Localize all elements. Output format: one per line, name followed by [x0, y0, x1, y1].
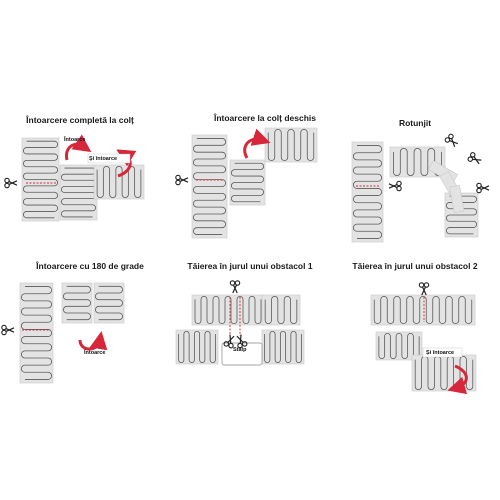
scissors-icon — [476, 182, 490, 194]
heating-cable — [63, 285, 91, 321]
mat-strip — [449, 184, 465, 214]
heating-mat — [21, 137, 60, 222]
heating-mat — [264, 127, 318, 163]
heating-mat — [93, 164, 145, 200]
note-turn-1: Întoarce — [63, 135, 85, 143]
heating-cable — [23, 140, 58, 219]
heating-cable — [264, 331, 302, 363]
panel-title-180-turn: Întoarcere cu 180 de grade — [36, 261, 144, 271]
panel-title-open-corner-turn: Întoarcere la colț deschis — [213, 113, 317, 123]
heating-cable — [178, 331, 216, 363]
note-turn-180: Întoarce — [83, 348, 105, 356]
scissors-icon — [443, 132, 461, 150]
heating-cable — [393, 148, 442, 176]
panel-title-full-corner-turn: Întoarcere completă la colț — [26, 115, 134, 125]
heating-mat — [59, 164, 98, 221]
heating-cable — [95, 285, 123, 321]
heating-cable — [353, 145, 382, 239]
scissors-icon — [388, 180, 402, 192]
note-box — [422, 347, 463, 358]
heating-mat — [351, 141, 384, 243]
heating-cable — [264, 296, 298, 324]
heating-cable — [96, 166, 142, 198]
heating-mat — [191, 294, 265, 326]
panel-title-rounded: Rotunjit — [398, 118, 432, 128]
heating-mat-strips — [427, 160, 465, 214]
scissors-icon — [418, 282, 430, 296]
heating-cable — [194, 296, 262, 324]
heating-cable — [267, 129, 315, 161]
scissors-icon — [466, 151, 484, 167]
heating-mat — [261, 329, 305, 365]
heating-cable — [378, 333, 420, 359]
note-box — [87, 153, 131, 164]
heating-cable — [231, 162, 264, 203]
note-pillar: Stâlp — [233, 347, 247, 353]
heating-mat — [229, 159, 266, 206]
heating-cable — [446, 195, 477, 235]
scissors-icon — [1, 324, 15, 336]
heating-mat — [261, 294, 301, 326]
panel-title-obstacle-2: Tăierea în jurul unui obstacol 2 — [352, 261, 478, 271]
heating-mat — [19, 282, 54, 384]
heating-mat — [370, 294, 476, 326]
scissors-icon — [229, 280, 241, 294]
curved-arrow-icon — [78, 331, 108, 351]
heating-mat — [93, 282, 125, 324]
scissors-icon — [175, 174, 189, 186]
heating-cable — [21, 286, 52, 380]
note-and-turn-1: Și întoarce — [89, 156, 117, 162]
curved-arrow-icon — [447, 364, 468, 395]
heating-cable — [373, 296, 473, 324]
curved-arrow-icon — [243, 128, 271, 159]
heating-cable — [61, 167, 96, 218]
pillar-obstacle — [221, 342, 263, 366]
heating-mat — [61, 282, 93, 324]
heating-mat — [175, 329, 219, 365]
heating-cable — [193, 138, 226, 235]
note-and-turn-2: Și întoarce — [426, 350, 454, 356]
heating-mat — [191, 134, 228, 239]
curved-arrow-icon — [64, 134, 92, 161]
panel-title-obstacle-1: Tăierea în jurul unui obstacol 1 — [187, 261, 313, 271]
scissors-icon — [4, 177, 18, 189]
